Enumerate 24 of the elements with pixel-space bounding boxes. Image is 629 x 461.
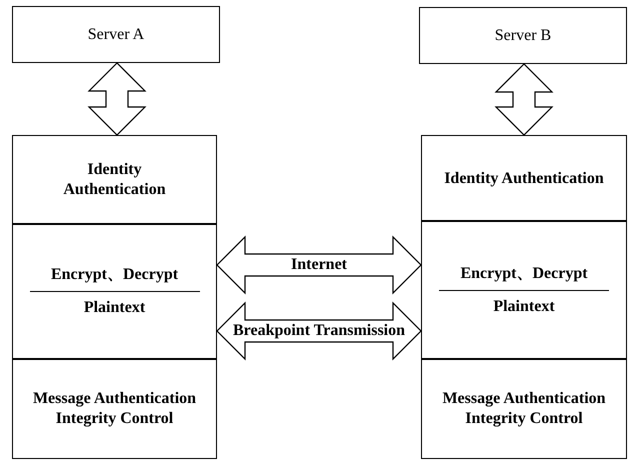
layer-box bbox=[12, 135, 217, 225]
layer-box bbox=[12, 358, 217, 459]
layer-box bbox=[12, 223, 217, 360]
layer-title: Plaintext bbox=[493, 296, 555, 316]
server-name: Server B bbox=[494, 26, 552, 44]
layer-box bbox=[421, 220, 627, 360]
double-arrow bbox=[216, 236, 422, 294]
server-name: Server A bbox=[88, 26, 144, 44]
layer-title: Identity Authentication bbox=[444, 168, 604, 188]
server-box bbox=[12, 6, 220, 63]
layer-title: Message Authentication Integrity Control bbox=[441, 388, 607, 428]
layer-title: Plaintext bbox=[84, 298, 146, 318]
layer-box bbox=[421, 135, 627, 222]
double-arrow bbox=[494, 63, 554, 136]
layer-title: Encrypt、Decrypt bbox=[50, 265, 178, 285]
layer-title: Message Authentication Integrity Control bbox=[32, 388, 198, 428]
edge-label: Breakpoint Transmission bbox=[232, 322, 406, 340]
layer-title: Encrypt、Decrypt bbox=[460, 264, 588, 284]
double-arrow bbox=[88, 62, 146, 136]
layer-title: Identity Authentication bbox=[62, 160, 167, 200]
layer-box bbox=[421, 358, 627, 459]
edge-label: Internet bbox=[291, 256, 347, 274]
server-box bbox=[419, 7, 627, 64]
double-arrow bbox=[216, 302, 422, 360]
